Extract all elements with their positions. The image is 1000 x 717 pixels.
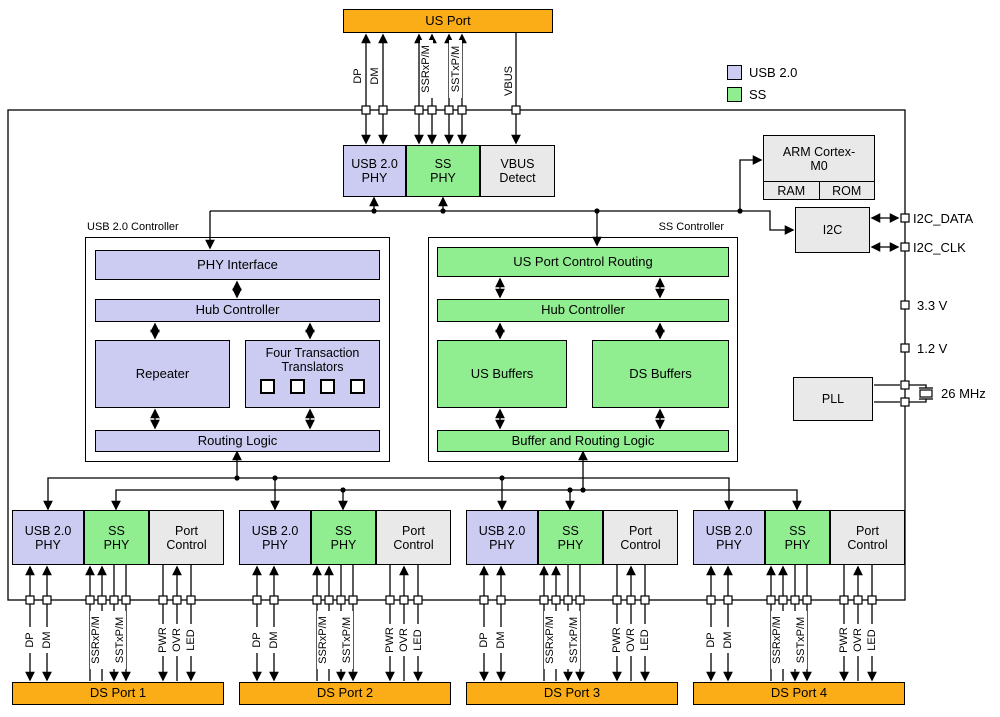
xtal-label: 26 MHz [941, 386, 986, 401]
translator-square [320, 379, 335, 394]
ds-port-4-signals: DP DM SSRxP/M SSTxP/M PWR OVR LED [705, 565, 878, 682]
crystal-icon [919, 389, 933, 398]
ds3-pwr-label: PWR [611, 627, 623, 653]
ds4-pwr-label: PWR [838, 627, 850, 653]
ds4-sstx-label: SSTxP/M [795, 617, 807, 663]
mcu-rom: ROM [832, 183, 862, 198]
port4-usb2-phy-block: USB 2.0 PHY [693, 510, 765, 565]
ds-port-3-signals: DP DM SSRxP/M SSTxP/M PWR OVR LED [478, 565, 651, 682]
ds1-led-label: LED [185, 629, 197, 650]
ds1-pwr-label: PWR [157, 627, 169, 653]
ds1-ssrx-label: SSRxP/M [90, 616, 102, 664]
vbus-detect-block: VBUS Detect [480, 145, 555, 197]
usb2-phy-block: USB 2.0 PHY [343, 145, 406, 197]
ds2-dp-label: DP [251, 632, 263, 647]
phy-interface-block: PHY Interface [95, 250, 380, 280]
translator-square [350, 379, 365, 394]
ds3-dp-label: DP [478, 632, 490, 647]
ds3-sstx-label: SSTxP/M [568, 617, 580, 663]
mcu-mem-row: RAM ROM [764, 181, 874, 199]
ds1-dm-label: DM [41, 631, 53, 648]
legend-usb2-swatch [727, 65, 742, 80]
legend-item-ss: SS [727, 87, 766, 102]
port2-control-block: Port Control [376, 510, 451, 565]
ds2-led-label: LED [412, 629, 424, 650]
i2c-block: I2C [795, 207, 870, 253]
ds2-pwr-label: PWR [384, 627, 396, 653]
ds2-dm-label: DM [268, 631, 280, 648]
ds-buffers-block: DS Buffers [592, 340, 729, 408]
port2-ss-phy-block: SS PHY [311, 510, 376, 565]
ds2-sstx-label: SSTxP/M [341, 617, 353, 663]
legend-ss-label: SS [749, 87, 767, 102]
ds-port-2-bar: DS Port 2 [239, 682, 451, 705]
ds4-ovr-label: OVR [852, 628, 864, 652]
ds-port-3-bar: DS Port 3 [466, 682, 678, 705]
us-dp-label: DP [352, 68, 364, 83]
ds-port-1-signals: DP DM SSRxP/M SSTxP/M PWR OVR LED [24, 565, 197, 682]
v12-pin-label: 1.2 V [917, 341, 948, 356]
buffer-routing-logic-block: Buffer and Routing Logic [437, 430, 729, 452]
mcu-block: ARM Cortex-M0 RAM ROM [763, 135, 875, 200]
port1-ss-phy-block: SS PHY [84, 510, 149, 565]
legend-ss-swatch [727, 87, 742, 102]
ds3-dm-label: DM [495, 631, 507, 648]
port3-control-block: Port Control [603, 510, 678, 565]
port2-usb2-phy-block: USB 2.0 PHY [239, 510, 311, 565]
us-port-wires: DP DM SSRxP/M SSTxP/M VBUS [352, 33, 521, 145]
translator-square [260, 379, 275, 394]
port1-usb2-phy-block: USB 2.0 PHY [12, 510, 84, 565]
i2c-clk-pin-label: I2C_CLK [913, 240, 966, 255]
ds4-dp-label: DP [705, 632, 717, 647]
us-port-bar: US Port [343, 9, 553, 33]
ds4-ssrx-label: SSRxP/M [771, 616, 783, 664]
port1-control-block: Port Control [149, 510, 224, 565]
ds2-ssrx-label: SSRxP/M [317, 616, 329, 664]
v33-pin-label: 3.3 V [917, 298, 948, 313]
ds4-dm-label: DM [722, 631, 734, 648]
ds1-ovr-label: OVR [171, 628, 183, 652]
us-vbus-label: VBUS [503, 66, 515, 96]
ds-port-1-bar: DS Port 1 [12, 682, 224, 705]
us-port-control-routing-block: US Port Control Routing [437, 247, 729, 277]
us-dm-label: DM [369, 67, 381, 84]
ds3-ssrx-label: SSRxP/M [544, 616, 556, 664]
legend-item-usb2: USB 2.0 [727, 65, 797, 80]
ss-controller-title: SS Controller [658, 221, 724, 233]
port3-usb2-phy-block: USB 2.0 PHY [466, 510, 538, 565]
port4-ss-phy-block: SS PHY [765, 510, 830, 565]
ds1-sstx-label: SSTxP/M [114, 617, 126, 663]
ss-hub-controller-block: Hub Controller [437, 299, 729, 322]
ds2-ovr-label: OVR [398, 628, 410, 652]
ds1-dp-label: DP [24, 632, 36, 647]
us-ssrx-label: SSRxP/M [420, 45, 432, 93]
ss-phy-block: SS PHY [406, 145, 480, 197]
ds3-led-label: LED [639, 629, 651, 650]
us-sstx-label: SSTxP/M [450, 46, 462, 92]
repeater-block: Repeater [95, 340, 230, 408]
pll-block: PLL [793, 377, 873, 421]
usb2-hub-controller-block: Hub Controller [95, 299, 380, 322]
transaction-translators-block: Four Transaction Translators [245, 340, 380, 408]
i2c-data-pin-label: I2C_DATA [913, 211, 974, 226]
ds4-led-label: LED [866, 629, 878, 650]
port3-ss-phy-block: SS PHY [538, 510, 603, 565]
mcu-ram: RAM [764, 182, 820, 199]
usb2-phy-label: USB 2.0 PHY [351, 157, 398, 185]
ds-port-2-signals: DP DM SSRxP/M SSTxP/M PWR OVR LED [251, 565, 424, 682]
usb2-routing-logic-block: Routing Logic [95, 430, 380, 452]
vbus-detect-label: VBUS Detect [499, 157, 536, 185]
ss-phy-label: SS PHY [430, 157, 456, 185]
translator-square [290, 379, 305, 394]
ds3-ovr-label: OVR [625, 628, 637, 652]
mcu-title: ARM Cortex-M0 [782, 144, 856, 173]
ds-port-4-bar: DS Port 4 [693, 682, 905, 705]
us-buffers-block: US Buffers [437, 340, 567, 408]
usb2-controller-title: USB 2.0 Controller [87, 221, 179, 233]
translators-label: Four Transaction Translators [265, 346, 360, 374]
legend-usb2-label: USB 2.0 [749, 65, 798, 80]
port4-control-block: Port Control [830, 510, 905, 565]
